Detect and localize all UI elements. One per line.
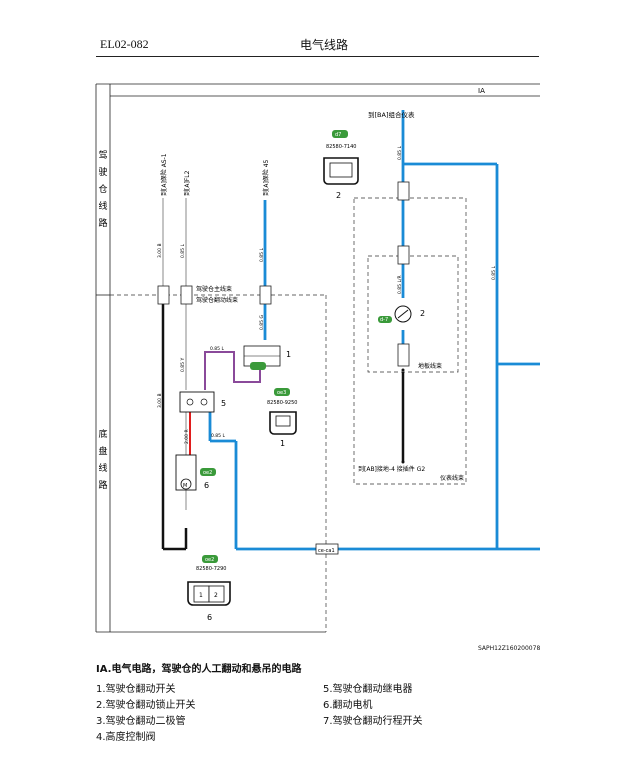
- diagram-frame: [95, 83, 540, 633]
- section-title: 电气线路: [300, 38, 349, 52]
- zone-chassis-char: 线: [98, 462, 107, 474]
- legend-item: 2.驾驶仓翻动锁止开关: [96, 700, 196, 711]
- zone-chassis-char: 路: [98, 479, 107, 491]
- part5-relay: 5: [179, 391, 226, 413]
- fuse-b-label: 到[A]FL2: [184, 170, 191, 196]
- part6-mid-badge: oe2: [203, 470, 212, 476]
- part6-number: 6: [207, 613, 212, 622]
- zone-cab-label: 驾 驶 仓 线 路: [98, 150, 107, 229]
- wire-label: 0.85 L/R: [397, 275, 403, 294]
- caption-title: IA.电气电路，驾驶仓的人工翻动和悬吊的电路: [96, 664, 302, 675]
- legend-item: 5.驾驶仓翻动继电器: [323, 684, 413, 695]
- legend-item: 7.驾驶仓翻动行程开关: [323, 716, 423, 727]
- zone-cab-char: 驶: [98, 166, 107, 178]
- legend-item: 4.高度控制阀: [96, 732, 156, 743]
- legend-item: 6.翻动电机: [323, 700, 373, 711]
- wire-label: 0.85 Y: [180, 358, 186, 372]
- part5-number: 5: [221, 399, 226, 408]
- legend-item: 1.驾驶仓翻动开关: [96, 684, 176, 695]
- wire-label: 0.85 L: [180, 244, 186, 258]
- wire-label: 0.85 L: [259, 248, 265, 262]
- svg-text:M: M: [183, 483, 187, 489]
- purple-wire: [204, 351, 261, 390]
- blue-wires: [208, 110, 540, 551]
- part6-motor: M oe2 6: [175, 454, 216, 491]
- fuse-a-label: 到[A]保险 AS-1: [160, 153, 168, 196]
- part1-badge: oe3: [277, 390, 286, 396]
- wire-label: 3.00 B: [157, 393, 163, 408]
- wire-label: 0.85 G: [259, 315, 265, 330]
- diagram-ref-code: SAPH12Z160200078: [478, 645, 541, 652]
- inline-connectors: [157, 181, 410, 555]
- part1-top-number: 1: [286, 350, 291, 359]
- part2-part-number: 82580-7140: [326, 144, 356, 150]
- zone-chassis-char: 盘: [98, 445, 107, 457]
- wire-label: 2.00 R: [184, 429, 190, 444]
- tilt-harness-label: 驾驶仓翻动线束: [196, 296, 238, 304]
- header-rule: [96, 56, 539, 57]
- zone-cab-char: 路: [98, 217, 107, 229]
- part2-switch: d-7 2: [378, 305, 425, 323]
- page-code: EL02-082: [100, 37, 149, 51]
- grey-wires: [162, 198, 187, 510]
- part2-mid-badge: d-7: [380, 317, 388, 323]
- part1-connector: oe3 82580-9250 1: [267, 388, 297, 448]
- zone-cab-char: 线: [98, 200, 107, 212]
- part1-number: 1: [280, 439, 285, 448]
- legend-item: 3.驾驶仓翻动二极管: [96, 716, 186, 727]
- zone-cab-char: 仓: [98, 183, 107, 195]
- wire-label: 3.00 B: [157, 243, 163, 258]
- wire-label: 0.85 L: [491, 266, 497, 280]
- part6-part-number: 82580-7290: [196, 566, 226, 572]
- wire-label: 0.85 L: [211, 433, 225, 439]
- part6-badge: oe2: [205, 557, 214, 563]
- part2-badge: d7: [335, 132, 341, 138]
- part6-pin: 1: [199, 592, 203, 599]
- fuse-c-label: 到[A]保险 45: [262, 159, 270, 196]
- part2-number: 2: [336, 191, 341, 200]
- harness-boundaries: [110, 197, 467, 632]
- chassis-connector-label: ce-ca1: [318, 548, 335, 554]
- section-label: IA: [478, 87, 485, 95]
- wire-labels: 3.00 B 0.85 L 0.85 L 0.85 G 0.85 Y 3.00 …: [157, 146, 497, 444]
- zone-chassis-char: 底: [98, 428, 107, 440]
- instrument-harness-label: 仪表线束: [440, 474, 464, 482]
- zone-cab-char: 驾: [98, 150, 107, 161]
- part2-connector: d7 82580-7140 2: [323, 130, 359, 200]
- part6-pin: 2: [214, 592, 218, 599]
- part1-part-number: 82580-9250: [267, 400, 297, 406]
- zone-chassis-label: 底 盘 线 路: [98, 428, 107, 491]
- main-harness-label: 驾驶仓主线束: [196, 285, 232, 293]
- black-wires: [161, 302, 405, 551]
- wire-label: 0.85 L: [397, 146, 403, 160]
- part6-side-number: 6: [204, 481, 209, 490]
- part6-connector: oe2 82580-7290 1 2 6: [187, 555, 231, 622]
- ground-label: 到[AB]接地-4 接插件 G2: [358, 465, 425, 473]
- part1-switch: 1: [243, 345, 291, 370]
- wire-label: 0.85 L: [210, 346, 224, 352]
- part2-side-number: 2: [420, 309, 425, 318]
- terminals: [401, 368, 405, 464]
- to-instrument-label: 到[BA]组合仪表: [368, 110, 415, 119]
- floor-harness-label: 地板线束: [418, 362, 442, 370]
